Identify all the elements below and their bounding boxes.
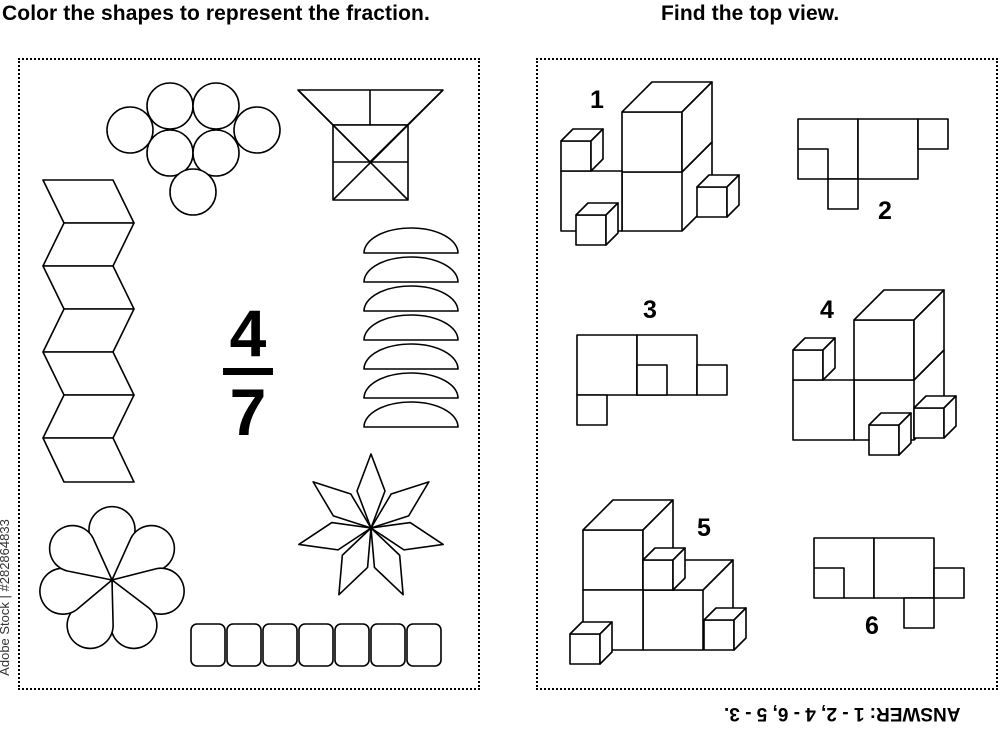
fraction-bar bbox=[223, 368, 273, 375]
top-view-panel bbox=[536, 58, 998, 690]
cube-figure-1 bbox=[560, 81, 740, 246]
label-1: 1 bbox=[590, 86, 604, 114]
cube-figure-4 bbox=[792, 289, 957, 456]
rounded-squares-group bbox=[190, 623, 442, 667]
top-view-2 bbox=[797, 118, 949, 210]
circles-group bbox=[106, 82, 281, 216]
fraction: 4 7 bbox=[213, 300, 283, 445]
petal-flower-group bbox=[39, 505, 185, 650]
label-3: 3 bbox=[643, 296, 657, 324]
right-heading: Find the top view. bbox=[661, 2, 840, 25]
left-heading: Color the shapes to represent the fracti… bbox=[2, 2, 430, 25]
fraction-numerator: 4 bbox=[229, 296, 267, 370]
triangles-box-group bbox=[297, 89, 444, 201]
label-5: 5 bbox=[697, 514, 711, 542]
top-view-3 bbox=[576, 334, 728, 426]
parallelograms-group bbox=[42, 179, 135, 483]
label-2: 2 bbox=[878, 197, 892, 225]
rhombus-star-group bbox=[298, 453, 444, 596]
label-4: 4 bbox=[820, 296, 834, 324]
answer-text: ANSWER: 1 - 2, 4 - 6, 5 - 3. bbox=[723, 703, 961, 724]
cube-figure-5 bbox=[569, 499, 747, 665]
top-view-6 bbox=[813, 537, 965, 629]
stock-credit: Adobe Stock | #282864833 bbox=[0, 519, 12, 676]
label-6: 6 bbox=[865, 612, 879, 640]
fraction-panel bbox=[18, 58, 480, 690]
fraction-denominator: 7 bbox=[229, 375, 267, 449]
half-circles-group bbox=[363, 227, 459, 428]
